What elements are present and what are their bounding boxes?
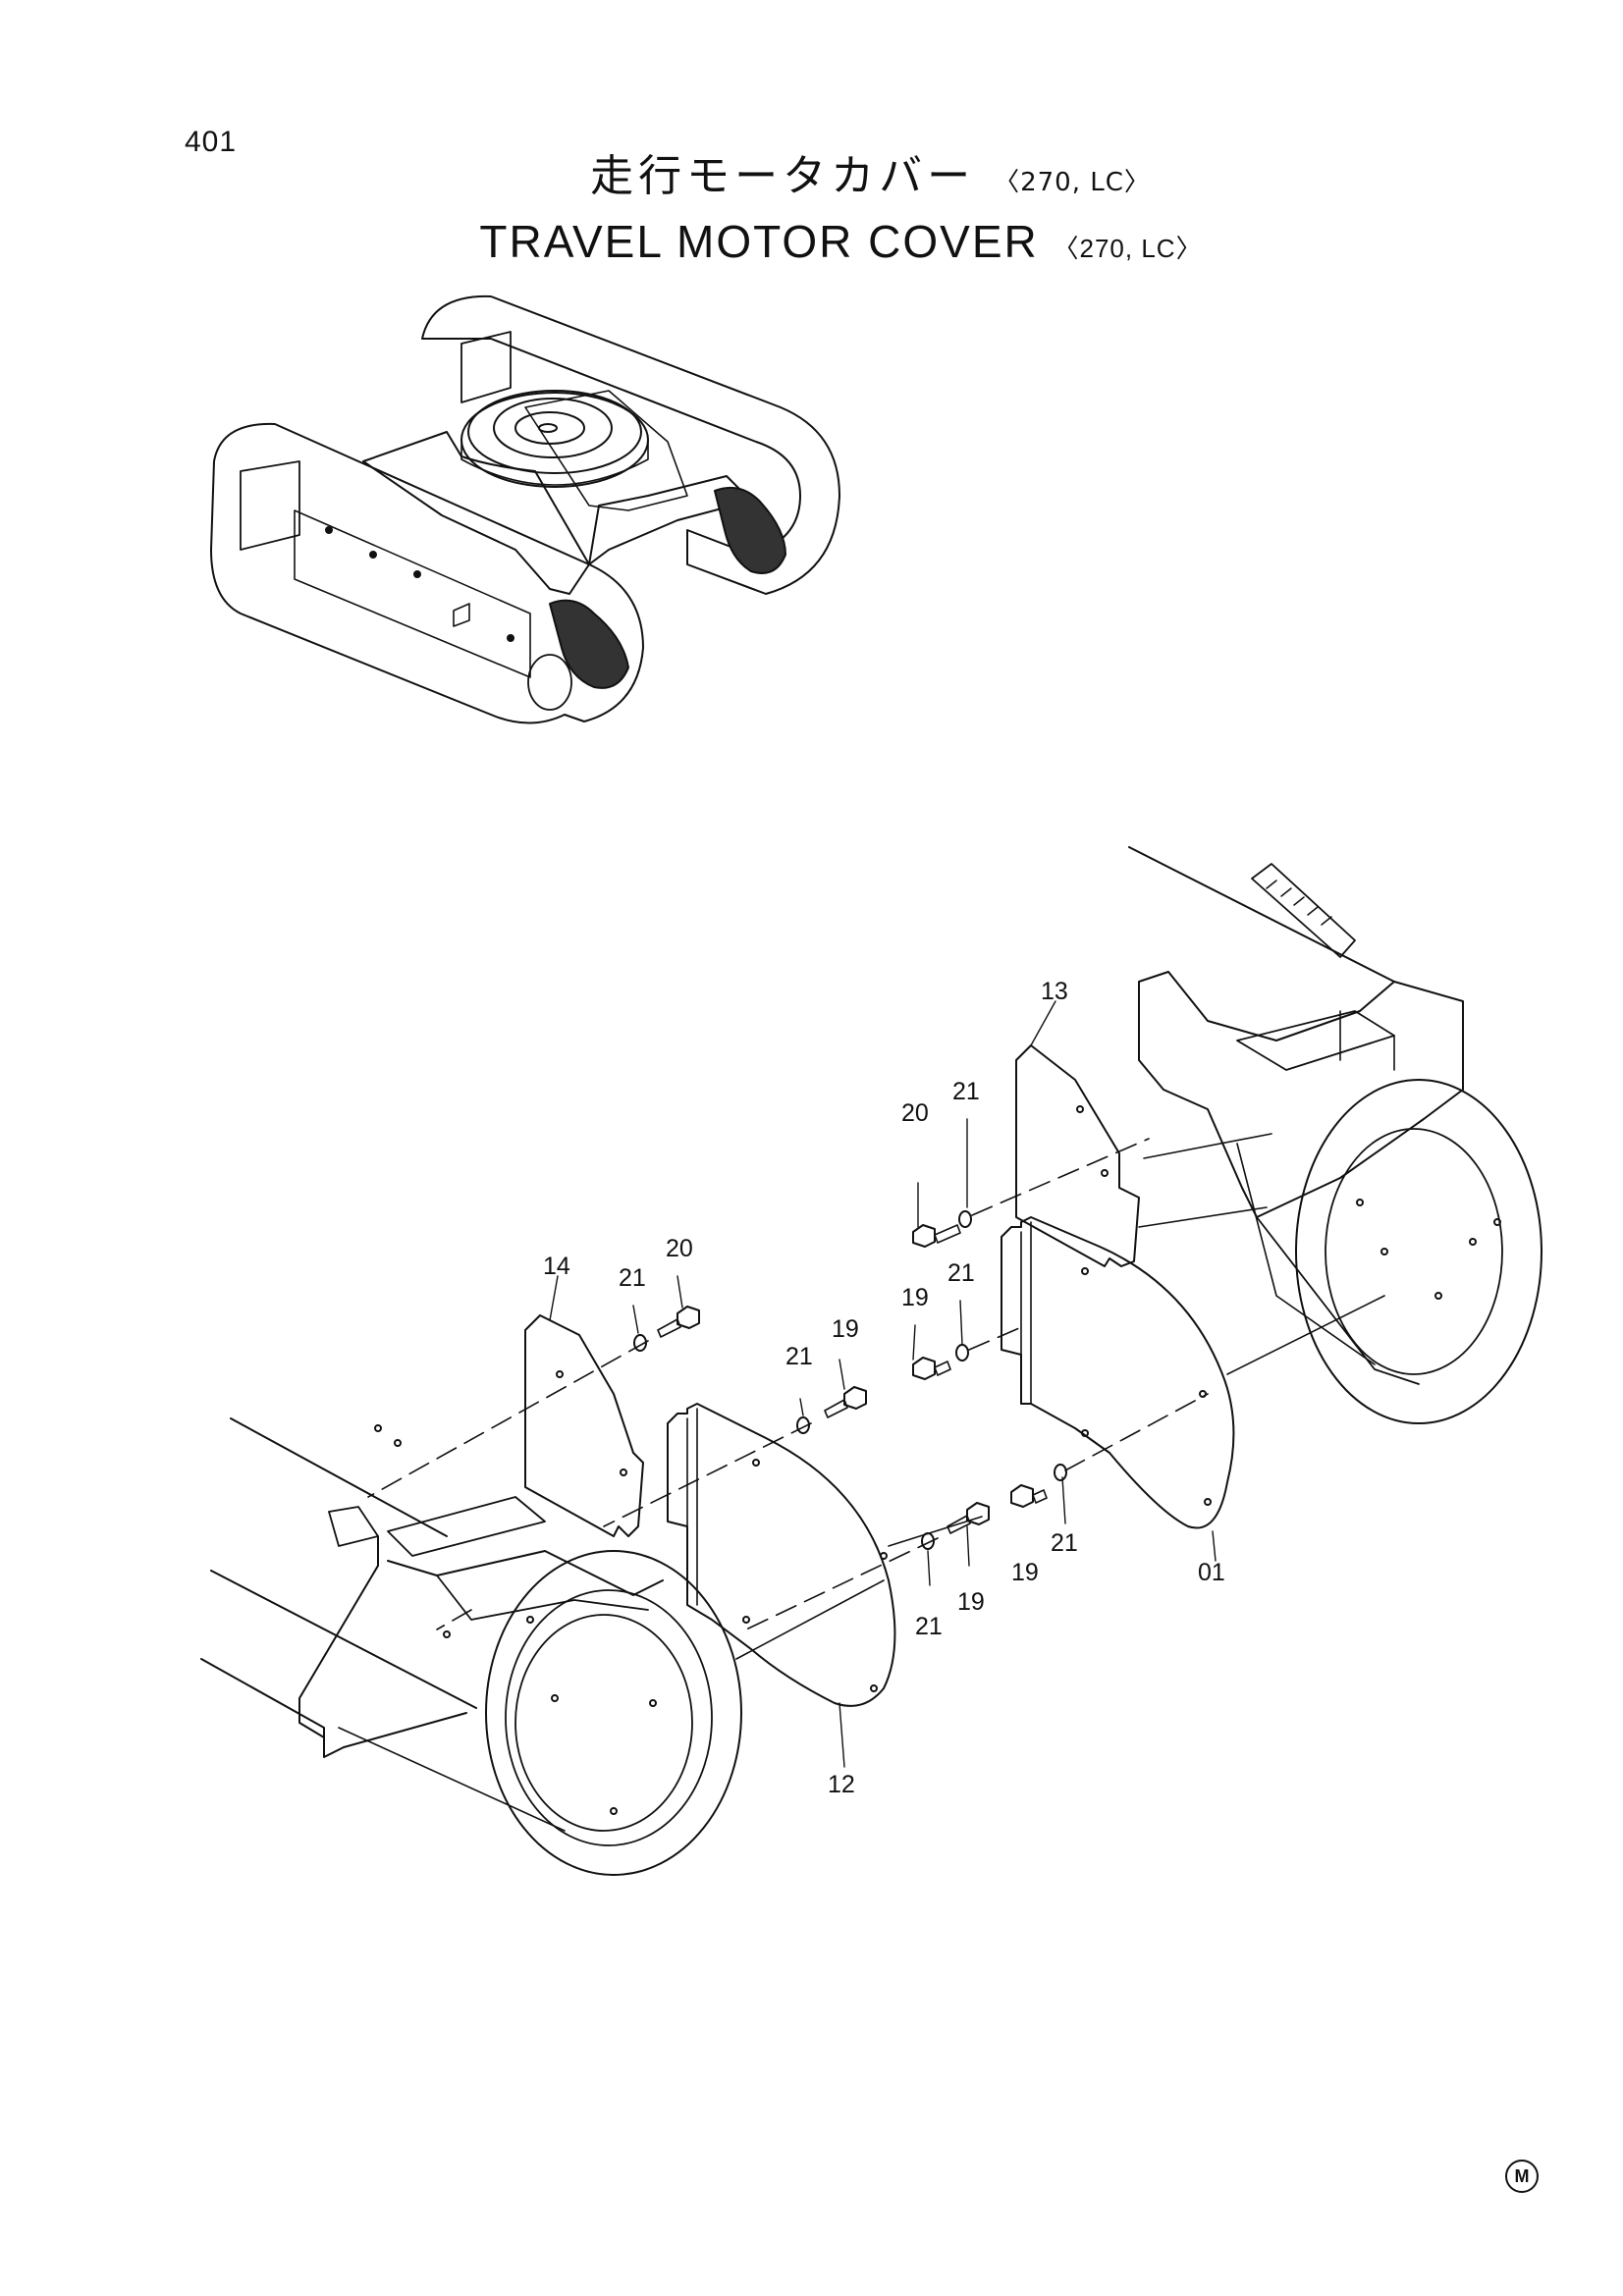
- title-japanese: 走行モータカバー 〈270, LC〉: [118, 147, 1623, 212]
- callout-19-bottom: 19: [957, 1588, 985, 1616]
- callout-20-upper: 20: [901, 1099, 929, 1127]
- callout-21-mid: 21: [947, 1259, 975, 1287]
- cover-14-illustration: [524, 1314, 644, 1537]
- title-ja-text: 走行モータカバー: [590, 151, 976, 201]
- maker-mark-icon: M: [1505, 2160, 1539, 2193]
- callout-19-mid: 19: [901, 1284, 929, 1311]
- undercarriage-overview-illustration: [210, 294, 840, 724]
- right-track-frame-illustration: [1128, 846, 1542, 1424]
- page-number: 401: [185, 126, 238, 158]
- callout-13: 13: [1041, 978, 1068, 1005]
- solid-assembly-lines: [735, 1133, 1385, 1660]
- title-ja-variant: 〈270, LC〉: [994, 168, 1151, 197]
- cover-01-illustration: [1001, 1216, 1235, 1529]
- callout-21-left: 21: [619, 1264, 646, 1292]
- callout-20-left: 20: [666, 1235, 693, 1262]
- callout-14: 14: [543, 1253, 570, 1280]
- title-en-variant: 〈270, LC〉: [1053, 234, 1203, 263]
- cover-12-illustration: [667, 1403, 896, 1707]
- callout-01: 01: [1198, 1559, 1225, 1586]
- callout-12: 12: [828, 1771, 855, 1798]
- callout-21-mid-left: 21: [785, 1343, 813, 1370]
- page-title: 走行モータカバー 〈270, LC〉 TRAVEL MOTOR COVER 〈2…: [0, 147, 1623, 278]
- assembly-lines: [367, 1138, 1209, 1630]
- callout-19-lower: 19: [1011, 1559, 1039, 1586]
- leader-lines: [549, 1000, 1217, 1768]
- callout-21-bottom: 21: [915, 1613, 943, 1640]
- callout-labels: 13 21 20 14 21 20 19 21 21 19 19 21 01 2…: [543, 978, 1225, 1798]
- cover-13-illustration: [1015, 1044, 1140, 1267]
- callout-21-upper: 21: [952, 1078, 980, 1105]
- left-track-frame-illustration: [200, 1417, 742, 1876]
- title-en-text: TRAVEL MOTOR COVER: [479, 216, 1039, 267]
- callout-21-lower: 21: [1051, 1529, 1078, 1557]
- title-english: TRAVEL MOTOR COVER 〈270, LC〉: [59, 212, 1623, 278]
- bolt-washer-hardware: [633, 1210, 1067, 1550]
- callout-19-left: 19: [832, 1315, 859, 1343]
